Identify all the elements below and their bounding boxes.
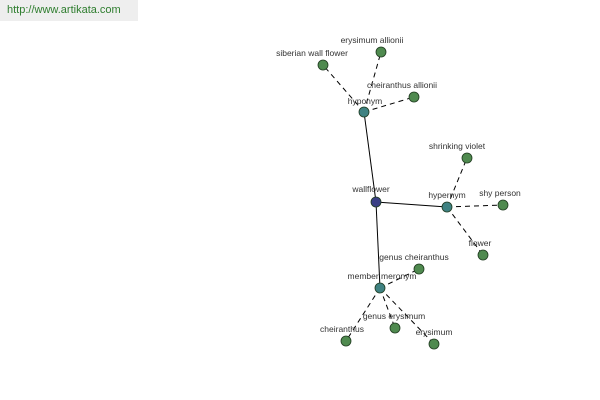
root-label-wallflower: wallflower [351, 184, 389, 194]
leaf-label-siberian-wall-flower: siberian wall flower [276, 48, 348, 58]
edge-member_meronym-genus_erysimum [379, 287, 396, 329]
leaf-label-shy-person: shy person [479, 188, 521, 198]
leaf-node-siberian-wall-flower[interactable] [317, 59, 329, 71]
root-node-wallflower[interactable] [370, 196, 382, 208]
edge-hypernym-shy_person [446, 204, 504, 208]
relation-node-member-meronym[interactable] [374, 282, 386, 294]
relation-label-member-meronym: member meronym [348, 271, 417, 281]
leaf-label-flower: flower [469, 238, 492, 248]
leaf-label-genus-erysimum: genus erysimum [363, 311, 425, 321]
edge-member_meronym-cheiranthus [345, 287, 381, 342]
source-url-link[interactable]: http://www.artikata.com [0, 0, 138, 21]
relation-label-hypernym: hypernym [428, 190, 465, 200]
leaf-node-erysimum[interactable] [428, 338, 440, 350]
edge-hyponym-siberian_wall_flower [322, 64, 365, 113]
leaf-label-cheiranthus: cheiranthus [320, 324, 364, 334]
leaf-node-genus-cheiranthus[interactable] [413, 263, 425, 275]
edges-layer [322, 51, 504, 345]
relation-node-hypernym[interactable] [441, 201, 453, 213]
leaf-node-shrinking-violet[interactable] [461, 152, 473, 164]
edge-hypernym-flower [446, 206, 484, 256]
leaf-node-shy-person[interactable] [497, 199, 509, 211]
leaf-label-shrinking-violet: shrinking violet [429, 141, 486, 151]
leaf-label-genus-cheiranthus: genus cheiranthus [379, 252, 448, 262]
nodes-layer [317, 46, 509, 350]
leaf-node-cheiranthus[interactable] [340, 335, 352, 347]
relation-label-hyponym: hyponym [348, 96, 383, 106]
leaf-node-cheiranthus-allionii[interactable] [408, 91, 420, 103]
relation-node-hyponym[interactable] [358, 106, 370, 118]
edge-wallflower-hyponym [363, 111, 377, 203]
leaf-node-genus-erysimum[interactable] [389, 322, 401, 334]
leaf-label-cheiranthus-allionii: cheiranthus allionii [367, 80, 437, 90]
leaf-node-erysimum-allionii[interactable] [375, 46, 387, 58]
labels-layer: wallflower hyponym hypernym member meronym s… [276, 35, 521, 337]
edge-wallflower-member_meronym [375, 201, 381, 289]
edge-member_meronym-erysimum [379, 287, 435, 345]
leaf-label-erysimum: erysimum [416, 327, 453, 337]
leaf-label-erysimum-allionii: erysimum allionii [341, 35, 404, 45]
edge-wallflower-hypernym [375, 201, 448, 208]
leaf-node-flower[interactable] [477, 249, 489, 261]
edge-member_meronym-genus_cheiranthus [379, 268, 420, 289]
edge-hyponym-erysimum_allionii [363, 51, 382, 113]
